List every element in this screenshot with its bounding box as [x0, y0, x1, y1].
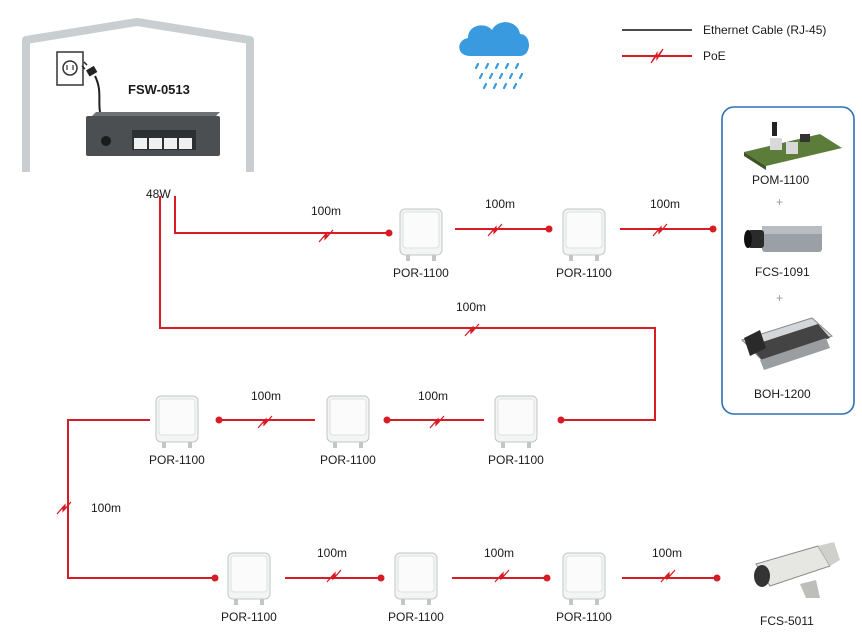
distance-label: 100m — [650, 197, 680, 211]
repeater-unit — [562, 552, 606, 605]
connector-dot — [545, 225, 553, 233]
distance-label: 100m — [485, 197, 515, 211]
repeater-unit — [394, 552, 438, 605]
device-housing-label: BOH-1200 — [754, 387, 811, 401]
link-r2a-r3a — [67, 419, 215, 579]
connector-dot — [713, 574, 721, 582]
end-camera-label: FCS-5011 — [760, 614, 814, 628]
poe-bolt-icon — [429, 415, 445, 429]
repeater-label: POR-1100 — [221, 610, 277, 624]
house-outline — [22, 18, 254, 172]
distance-label: 100m — [652, 546, 682, 560]
rain-cloud-icon — [459, 22, 529, 90]
legend-poe-bolt-icon — [650, 48, 664, 64]
poe-bolt-icon — [494, 569, 510, 583]
poe-bolt-icon — [326, 569, 342, 583]
device-camera-label: FCS-1091 — [755, 265, 810, 279]
poe-bolt-icon — [487, 223, 503, 237]
repeater-label: POR-1100 — [320, 453, 376, 467]
repeater-label: POR-1100 — [149, 453, 205, 467]
box-camera-icon — [744, 226, 822, 252]
power-outlet-icon — [56, 51, 84, 86]
connector-dot — [385, 229, 393, 237]
switch-name: FSW-0513 — [128, 82, 190, 97]
connector-dot — [211, 574, 219, 582]
repeater-label: POR-1100 — [556, 610, 612, 624]
connector-dot — [543, 574, 551, 582]
connector-dot — [557, 416, 565, 424]
device-module-label: POM-1100 — [752, 173, 809, 187]
repeater-label: POR-1100 — [393, 266, 449, 280]
poe-bolt-icon — [257, 415, 273, 429]
repeater-unit — [494, 395, 538, 448]
repeater-unit — [562, 208, 606, 261]
connector-dot — [383, 416, 391, 424]
distance-label: 100m — [317, 546, 347, 560]
link-switch-r1a — [174, 196, 389, 234]
repeater-unit — [399, 208, 443, 261]
connector-dot — [377, 574, 385, 582]
pom-board-icon — [744, 122, 842, 170]
legend-ethernet-label: Ethernet Cable (RJ-45) — [703, 23, 826, 37]
plus-sign-2: + — [776, 291, 783, 305]
distance-label: 100m — [484, 546, 514, 560]
poe-bolt-icon — [660, 569, 676, 583]
link-switch-r2 — [159, 196, 656, 421]
bullet-camera-icon — [754, 542, 840, 598]
camera-housing-icon — [741, 317, 833, 370]
distance-label: 100m — [456, 300, 486, 314]
repeater-label: POR-1100 — [556, 266, 612, 280]
repeater-unit — [227, 552, 271, 605]
poe-switch-icon — [86, 112, 220, 156]
connector-dot — [709, 225, 717, 233]
repeater-label: POR-1100 — [388, 610, 444, 624]
distance-label: 100m — [91, 501, 121, 515]
switch-power: 48W — [146, 187, 171, 201]
repeater-label: POR-1100 — [488, 453, 544, 467]
poe-links: 100m 100m 100m 100m 100m 100m 100m 100m 100m 100m — [56, 196, 721, 583]
distance-label: 100m — [311, 204, 341, 218]
distance-label: 100m — [251, 389, 281, 403]
repeater-unit — [326, 395, 370, 448]
distance-label: 100m — [418, 389, 448, 403]
repeater-unit — [155, 395, 199, 448]
poe-bolt-icon — [464, 323, 480, 337]
poe-bolt-icon — [652, 223, 668, 237]
connector-dot — [215, 416, 223, 424]
plus-sign-1: + — [776, 195, 783, 209]
legend-poe-label: PoE — [703, 49, 726, 63]
poe-bolt-icon — [56, 501, 72, 515]
poe-bolt-icon — [318, 229, 334, 243]
